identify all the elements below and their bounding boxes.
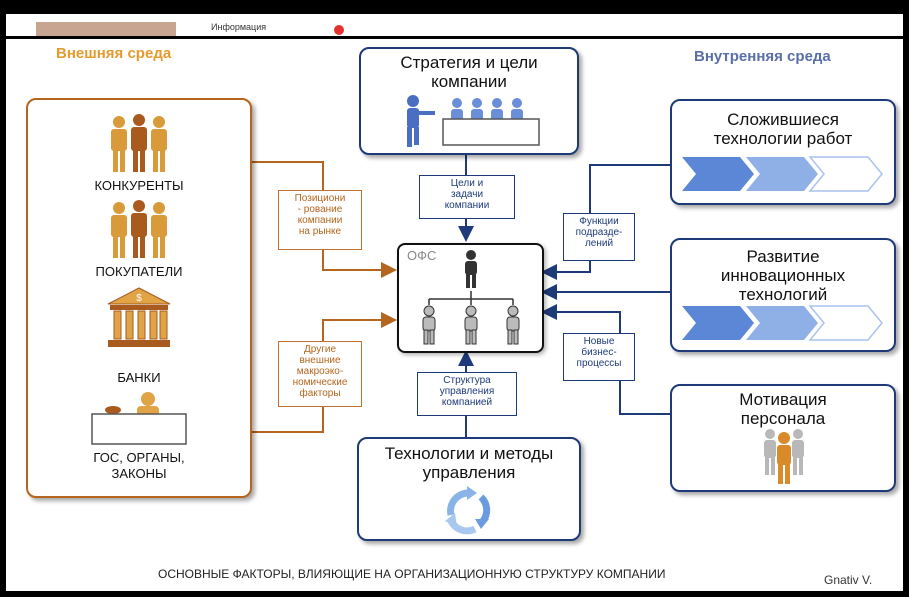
staff-people-icon — [764, 429, 804, 484]
diagram-caption: ОСНОВНЫЕ ФАКТОРЫ, ВЛИЯЮЩИЕ НА ОРГАНИЗАЦИ… — [158, 567, 666, 581]
bank-icon: $ — [107, 287, 171, 347]
structure-label-box: Структура управления компанией — [417, 372, 517, 416]
methods-box: Технологии и методы управления — [357, 437, 581, 541]
positioning-label-box: Позициони - рование компании на рынке — [278, 190, 362, 250]
internal-heading: Внутренняя среда — [694, 48, 831, 65]
macro-factors-label-box: Другие внешние макроэко- номические факт… — [278, 341, 362, 407]
strategy-title: Стратегия и цели компании — [400, 53, 538, 91]
competitors-people-icon — [111, 114, 167, 172]
innovation-title: Развитие инновационных технологий — [720, 247, 846, 304]
government-label: ГОС, ОРГАНЫ, ЗАКОНЫ — [93, 450, 185, 481]
customers-label: ПОКУПАТЕЛИ — [95, 264, 183, 279]
functions-label-box: Функции подразде- лений — [563, 213, 635, 261]
official-desk-icon — [91, 392, 187, 445]
motivation-box: Мотивация персонала — [670, 384, 896, 492]
external-heading: Внешняя среда — [56, 45, 172, 62]
competitors-label: КОНКУРЕНТЫ — [94, 178, 184, 193]
recycle-arrows-icon — [445, 486, 491, 535]
author-credit: Gnativ V. — [824, 573, 873, 587]
top-strip: Информация — [6, 14, 903, 36]
external-environment-box: КОНКУРЕНТЫ ПОКУПАТЕЛИ $ БАНКИ ГОС, ОРГАН… — [26, 98, 252, 498]
red-dot-icon — [334, 25, 344, 35]
top-tiny-text: Информация — [211, 22, 267, 32]
right-border — [903, 0, 909, 597]
ofs-box: ОФС — [397, 243, 544, 353]
org-chart-icon — [422, 250, 520, 345]
chevron-process-icon-2 — [682, 305, 883, 341]
established-tech-title: Сложившиеся технологии работ — [713, 110, 853, 148]
left-border — [0, 0, 6, 597]
presentation-meeting-icon — [407, 95, 540, 147]
established-tech-box: Сложившиеся технологии работ — [670, 99, 896, 205]
top-border — [0, 0, 909, 14]
innovation-box: Развитие инновационных технологий — [670, 238, 896, 352]
motivation-title: Мотивация персонала — [739, 390, 827, 428]
svg-text:$: $ — [136, 293, 142, 304]
banks-label: БАНКИ — [117, 370, 161, 385]
bottom-border — [0, 591, 909, 597]
customers-people-icon — [111, 200, 167, 258]
strategy-box: Стратегия и цели компании — [359, 47, 579, 155]
top-tab — [36, 22, 176, 36]
methods-title: Технологии и методы управления — [384, 444, 554, 482]
top-divider — [6, 36, 903, 39]
chevron-process-icon — [682, 156, 883, 192]
processes-label-box: Новые бизнес- процессы — [563, 333, 635, 381]
ofs-label: ОФС — [407, 248, 437, 263]
goals-label-box: Цели и задачи компании — [419, 175, 515, 219]
